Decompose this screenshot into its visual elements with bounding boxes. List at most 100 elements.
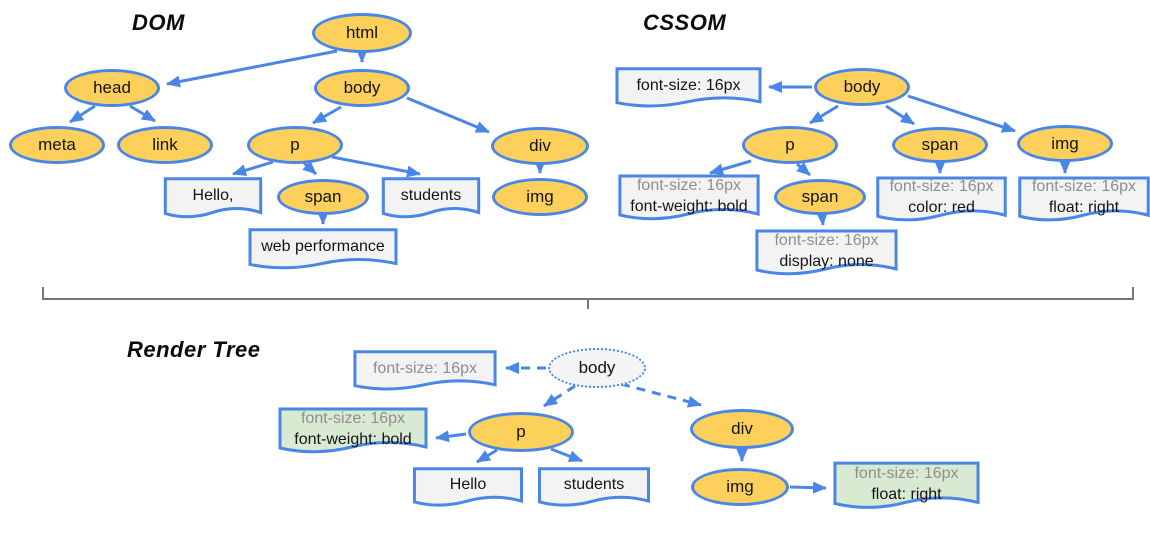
document-shape: [1018, 176, 1150, 229]
document-shape: [353, 350, 497, 397]
cssom-stylebox-img-line1: font-size: 16px: [1031, 178, 1137, 195]
render-node-body: body: [548, 348, 646, 388]
cssom-node-p-label: p: [785, 135, 795, 154]
arrow-cssom-p-stylebox: [709, 159, 752, 176]
cssom-stylebox-body: font-size: 16px: [615, 67, 762, 114]
dom-node-div: div: [491, 127, 589, 165]
render-stylebox-p-line2: font-weight: bold: [294, 430, 412, 448]
arrow-dom-html-head: [166, 49, 338, 88]
arrow-cssom-body-span: [885, 104, 915, 126]
cssom-stylebox-p-line1: font-size: 16px: [636, 176, 742, 194]
cssom-node-p: p: [742, 126, 838, 164]
render-node-p-label: p: [516, 422, 526, 441]
render-stylebox-img: font-size: 16px float: right: [833, 461, 980, 517]
dom-node-span: span: [277, 179, 369, 215]
cssom-node-span-label: span: [921, 135, 959, 154]
document-shape: [618, 174, 760, 228]
dom-node-html: html: [312, 13, 412, 53]
render-stylebox-p: font-size: 16px font-weight: bold: [278, 407, 428, 461]
render-textnode-students: students: [538, 467, 650, 513]
dom-textnode-web-performance-label: web performance: [261, 238, 385, 255]
arrow-dom-p-hello: [232, 160, 274, 177]
document-shape: [164, 177, 262, 225]
document-shape: [755, 229, 898, 283]
render-stylebox-body-line1: font-size: 16px: [372, 359, 478, 377]
arrow-render-p-stylebox: [435, 430, 467, 443]
dom-textnode-web-performance: web performance: [248, 228, 398, 276]
render-node-img-label: img: [726, 477, 754, 496]
render-stylebox-img-line1: font-size: 16px: [854, 464, 959, 482]
cssom-node-img-label: img: [1051, 133, 1079, 153]
render-textnode-hello: Hello: [413, 467, 523, 513]
dom-node-head: head: [64, 69, 160, 107]
cssom-stylebox-p: font-size: 16px font-weight: bold: [618, 174, 760, 228]
dom-textnode-students-label: students: [400, 187, 462, 204]
arrow-render-body-p: [543, 384, 576, 408]
cssom-stylebox-p-span: font-size: 16px display: none: [755, 229, 898, 283]
dom-textnode-hello-label: Hello,: [192, 187, 234, 204]
document-shape: [278, 407, 428, 461]
dom-textnode-hello: Hello,: [164, 177, 262, 225]
render-textnode-students-label: students: [563, 476, 625, 493]
dom-node-meta-label: meta: [38, 135, 76, 154]
cssom-stylebox-p-line2: font-weight: bold: [630, 197, 748, 215]
dom-title: DOM: [132, 10, 185, 35]
dom-node-meta: meta: [9, 126, 105, 164]
arrow-dom-head-link: [129, 104, 156, 123]
render-node-p: p: [468, 412, 574, 452]
arrow-dom-p-span: [302, 160, 318, 176]
dom-textnode-students: students: [382, 177, 480, 225]
dom-node-link: link: [117, 126, 213, 164]
cssom-stylebox-p-span-line2: display: none: [779, 252, 874, 270]
cssom-title: CSSOM: [643, 10, 727, 35]
arrow-dom-head-meta: [69, 104, 96, 124]
cssom-node-p-span: span: [774, 179, 866, 215]
dom-node-body-label: body: [343, 78, 381, 97]
arrow-render-p-hello: [476, 448, 498, 464]
arrow-render-body-div: [620, 382, 702, 408]
arrow-cssom-body-img: [907, 94, 1016, 133]
dom-node-body: body: [314, 69, 410, 107]
document-shape: [615, 67, 762, 114]
dom-node-link-label: link: [152, 135, 178, 154]
dom-node-head-label: head: [93, 78, 131, 97]
render-stylebox-p-line1: font-size: 16px: [300, 409, 406, 427]
dom-node-p-label: p: [290, 135, 300, 154]
arrow-cssom-pspan-stylebox: [815, 211, 828, 226]
cssom-stylebox-span: font-size: 16px color: red: [876, 176, 1007, 229]
cssom-stylebox-img: font-size: 16px float: right: [1018, 176, 1150, 229]
cssom-node-body-label: body: [843, 77, 881, 96]
divider-brace: [42, 287, 1134, 309]
document-shape: [876, 176, 1007, 229]
render-node-div: div: [690, 409, 794, 449]
cssom-stylebox-span-line2: color: red: [908, 199, 975, 216]
document-shape: [382, 177, 480, 225]
dom-node-p: p: [247, 126, 343, 164]
cssom-stylebox-p-span-line1: font-size: 16px: [774, 231, 879, 249]
document-shape: [413, 467, 523, 513]
cssom-stylebox-span-line1: font-size: 16px: [889, 178, 994, 195]
dom-node-img: img: [492, 178, 588, 216]
render-node-body-label: body: [578, 358, 616, 377]
cssom-node-span: span: [892, 127, 988, 163]
render-stylebox-body: font-size: 16px: [353, 350, 497, 397]
dom-node-div-label: div: [529, 136, 551, 155]
dom-node-html-label: html: [345, 23, 379, 42]
arrow-dom-body-div: [406, 96, 490, 134]
render-node-div-label: div: [731, 419, 753, 438]
arrow-dom-p-students: [331, 155, 421, 178]
render-tree-title: Render Tree: [127, 337, 261, 362]
cssom-node-body: body: [814, 68, 910, 106]
document-shape: [248, 228, 398, 276]
document-shape: [538, 467, 650, 513]
arrow-cssom-body-p: [809, 104, 839, 125]
render-node-img: img: [691, 468, 789, 506]
cssom-node-img: img: [1017, 125, 1113, 162]
arrow-cssom-p-span: [796, 162, 811, 177]
cssom-stylebox-body-line1: font-size: 16px: [636, 76, 741, 94]
arrow-render-img-stylebox: [789, 481, 827, 494]
render-textnode-hello-label: Hello: [449, 476, 487, 493]
dom-node-span-label: span: [304, 187, 342, 206]
arrow-render-p-students: [550, 447, 583, 463]
